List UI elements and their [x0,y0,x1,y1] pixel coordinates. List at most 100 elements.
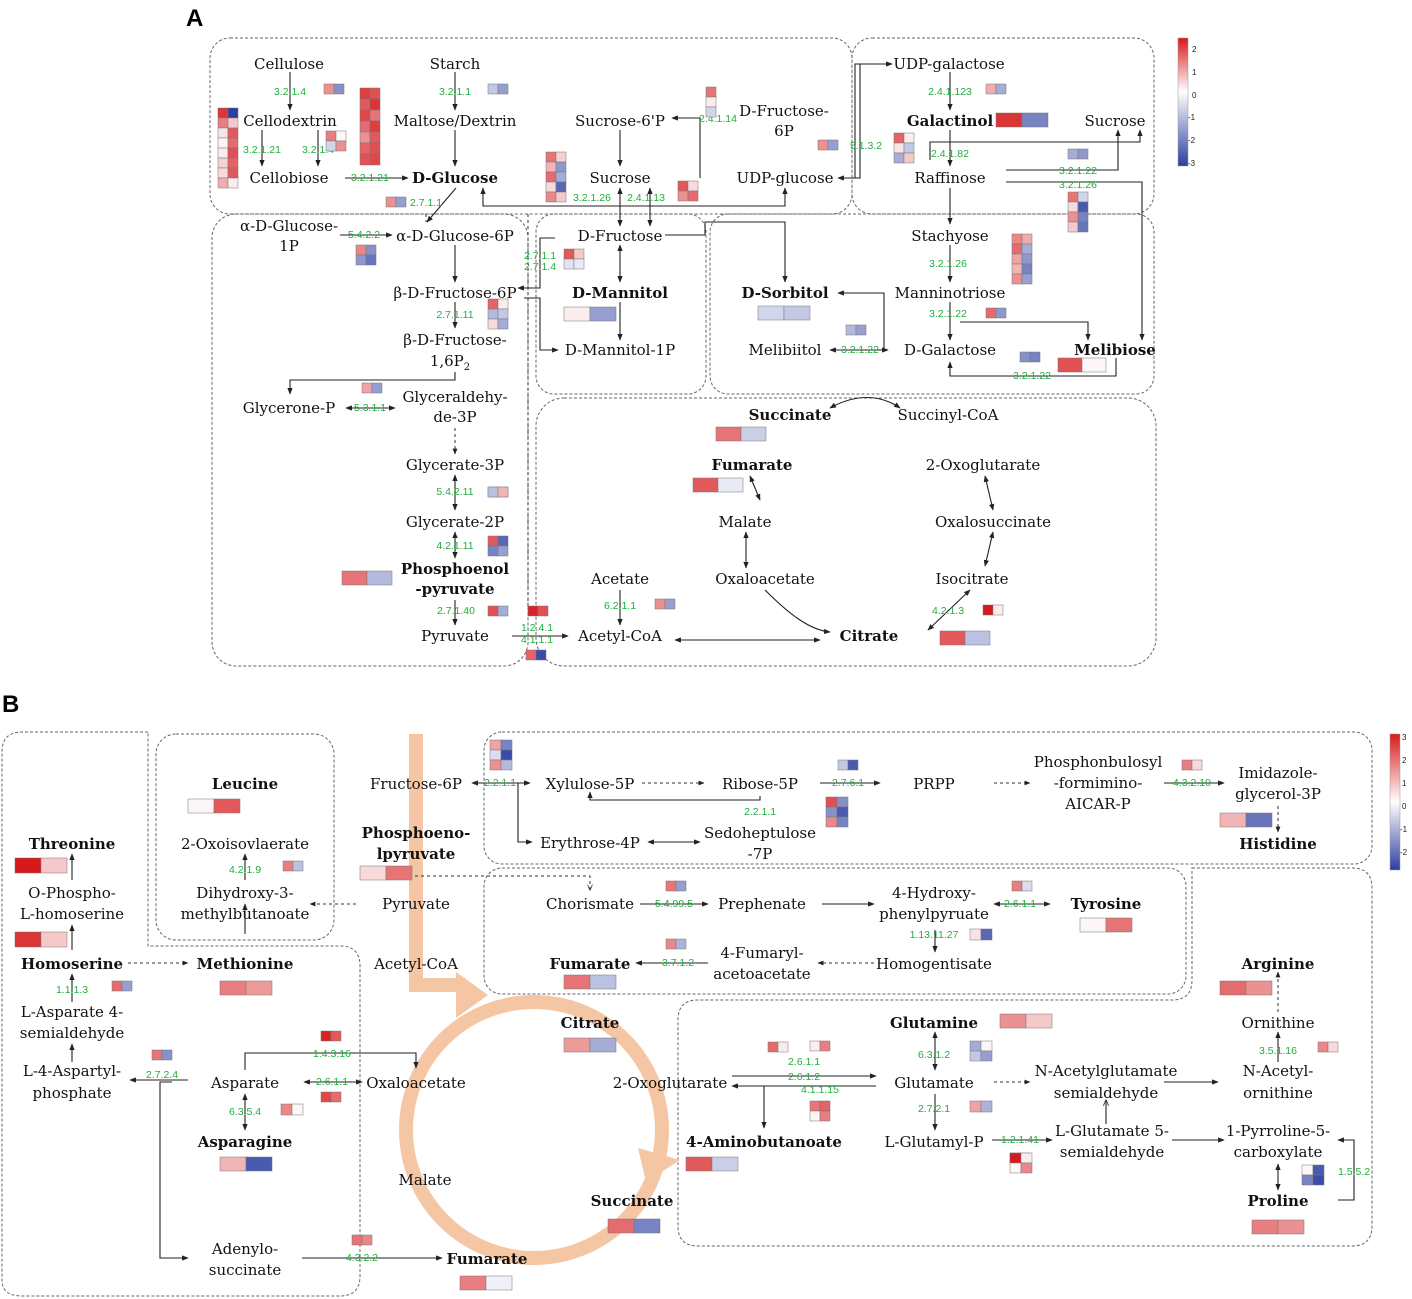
heatmap-b-40 [1301,1164,1325,1186]
heatmap-cell [1021,112,1049,128]
legend-a-tick-6: -3 [1188,159,1196,168]
heatmap-cell [1011,253,1023,265]
heatmap-b-10 [359,865,413,881]
heatmap-cell [1245,980,1273,996]
heatmap-cell [980,928,993,941]
heatmap-a-12 [545,151,567,203]
heatmap-a-41 [939,630,991,646]
heatmap-b-35 [219,1156,273,1172]
heatmap-cell [836,806,849,818]
met-proline: Proline [1247,1192,1308,1210]
heatmap-b-38 [1009,1152,1033,1174]
heatmap-a-20 [1011,233,1033,285]
heatmap-a-1 [323,83,345,95]
met-l-asparate-semialdehyde-line1: L-Asparate 4- [21,1003,124,1021]
ec-a-29: 1.2.4.1 [521,622,553,634]
heatmap-cell [675,938,687,950]
heatmap-cell [359,120,371,133]
heatmap-cell [1021,233,1033,245]
met-citrate-a: Citrate [840,627,899,645]
ec-a-10: 3.2.1.22 [1059,165,1097,177]
heatmap-cell [692,477,719,493]
heatmap-cell [497,298,509,310]
met-n-acetylglutamate-semialdehyde-line1: N-Acetylglutamate [1035,1062,1178,1080]
heatmap-cell [111,980,123,992]
heatmap-cell [1025,1013,1053,1029]
ec-a-27: 4.2.1.3 [932,605,964,617]
ec-b-20: 2.7.2.1 [918,1103,950,1115]
heatmap-cell [664,598,676,610]
heatmap-cell [359,98,371,111]
legend-b-tick-3: 1 [1402,779,1407,788]
ec-a-9: 2.4.1.82 [931,148,969,160]
heatmap-cell [219,980,247,996]
met-chorismate: Chorismate [546,895,634,913]
legend-b-tick-4: 0 [1402,802,1407,811]
heatmap-cell [1029,351,1041,363]
heatmap-cell [371,382,383,394]
met-phosphoenolpyruvate-b-line2: lpyruvate [377,845,456,863]
heatmap-a-23 [985,307,1007,319]
heatmap-cell [757,305,785,321]
ec-a-3: 2.4.1.14 [699,113,737,125]
heatmap-cell [497,486,509,498]
heatmap-cell [1067,221,1079,233]
heatmap-cell [1077,211,1089,223]
heatmap-cell [836,796,849,808]
met-hydroxyphenylpyruvate-line1: 4-Hydroxy- [892,884,976,902]
heatmap-cell [217,147,229,159]
heatmap-cell [939,630,966,646]
met-oxaloacetate-b: Oxaloacetate [366,1074,466,1092]
heatmap-cell [487,318,499,330]
met-sucrose: Sucrose [589,169,650,187]
heatmap-a-27 [1057,357,1107,373]
met-glycerate-2p: Glycerate-2P [406,513,504,531]
met-pyrroline-carboxylate-line2: carboxylate [1234,1143,1323,1161]
met-2-oxoisovalerate: 2-Oxoisovlaerate [181,835,309,853]
ec-a-2: 3.2.1.1 [439,86,471,98]
heatmap-cell [1009,1162,1022,1174]
heatmap-b-6 [1219,812,1273,828]
heatmap-cell [1301,1174,1314,1186]
met-4-aminobutanoate: 4-Aminobutanoate [686,1133,842,1151]
heatmap-cell [685,1156,713,1172]
legend-b-tick-6: -2 [1400,848,1408,857]
heatmap-cell [903,142,915,154]
heatmap-cell [687,190,699,202]
heatmap-cell [369,87,381,100]
ec-a-14: 2.7.1.1 [410,197,442,209]
heatmap-cell [227,167,239,179]
heatmap-b-16 [14,931,68,948]
met-d-fructose: D-Fructose [578,227,663,245]
heatmap-cell [497,308,509,320]
heatmap-b-42 [351,1234,373,1246]
ec-a-26: 6.2.1.1 [604,600,636,612]
ec-b-7: 2.6.1.1 [1004,898,1036,910]
heatmap-cell [187,798,215,814]
heatmap-cell [777,1041,789,1053]
heatmap-cell [717,477,744,493]
heatmap-cell [497,83,509,95]
heatmap-b-33 [809,1100,831,1122]
heatmap-cell [1021,273,1033,285]
met-n-acetylornithine-line2: ornithine [1243,1084,1313,1102]
heatmap-cell [245,980,273,996]
heatmap-b-8 [282,860,304,872]
met-arginine: Arginine [1241,955,1315,973]
met-malate-a: Malate [719,513,772,531]
ec-a-1: 3.2.1.4 [274,86,306,98]
met-starch: Starch [430,55,481,73]
heatmap-a-38 [527,605,549,617]
heatmap-a-28 [361,382,383,394]
heatmap-cell [333,83,345,95]
heatmap-a-15 [1067,148,1089,160]
heatmap-cell [487,535,499,547]
met-glyceraldehyde-3p-line2: de-3P [433,408,476,426]
heatmap-cell [40,857,68,874]
metabolites-b: Fructose-6P Xylulose-5P Ribose-5P PRPP P… [20,753,1330,1279]
heatmap-cell [1077,221,1089,233]
heatmap-b-12 [1011,880,1033,892]
heatmap-cell [654,598,666,610]
heatmap-a-6 [985,83,1007,95]
heatmap-cell [845,324,857,336]
